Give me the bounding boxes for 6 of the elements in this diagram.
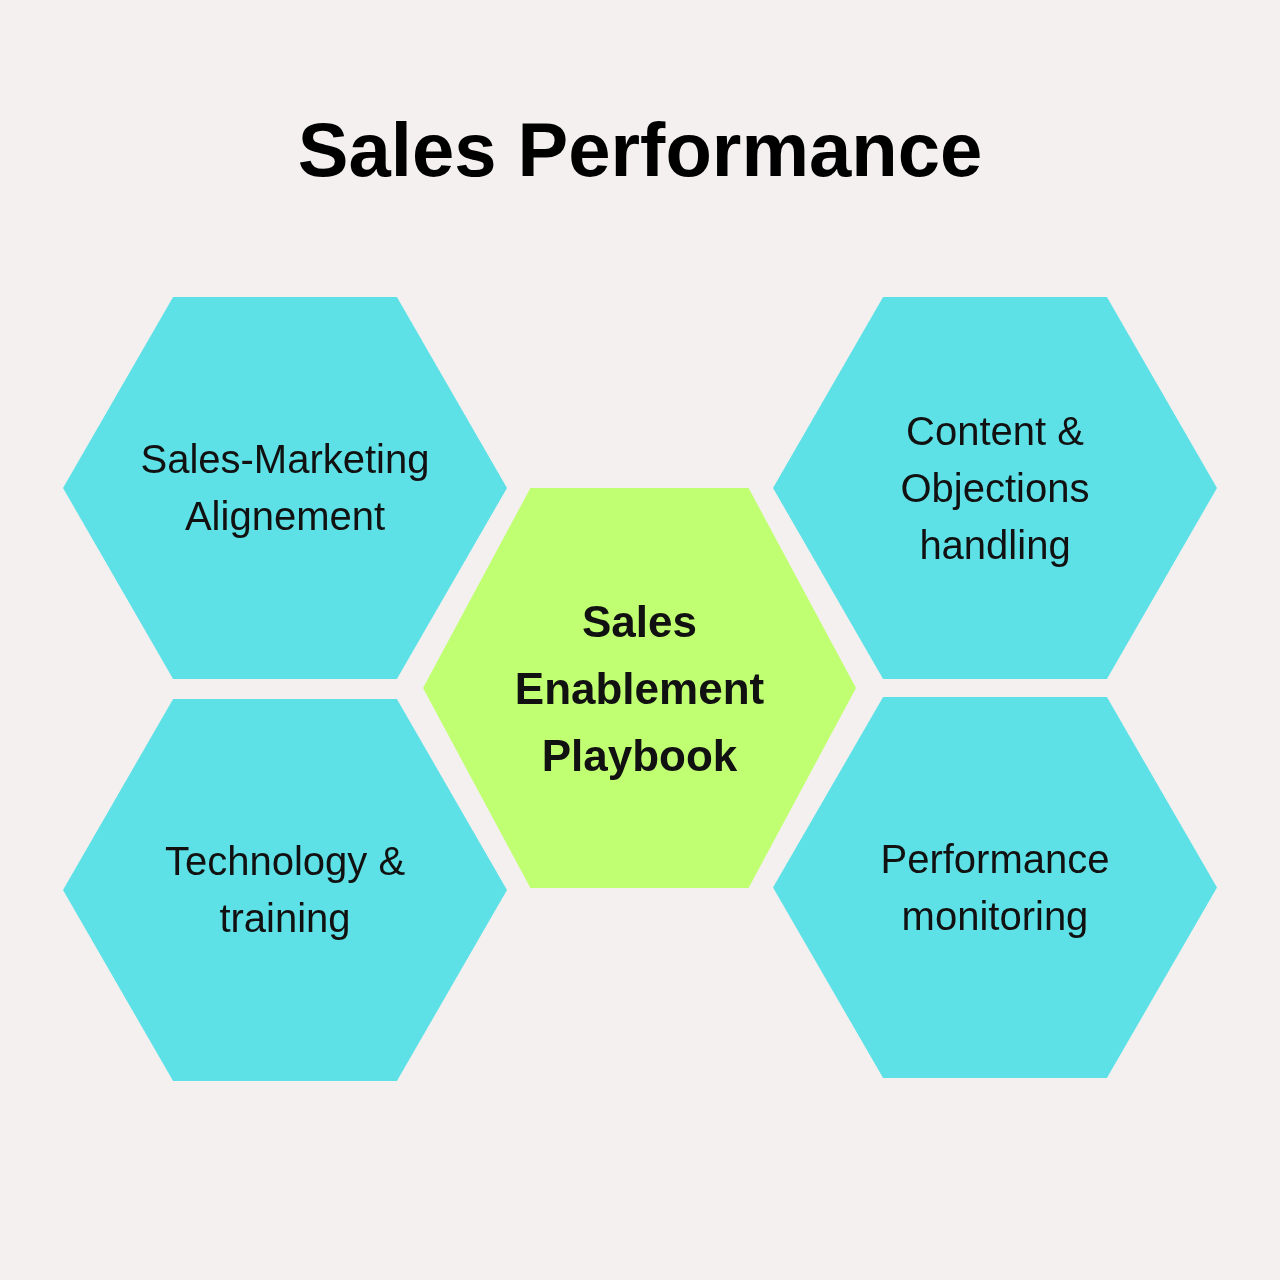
title: Sales Performance <box>297 112 983 188</box>
hexagon-label: Performance monitoring <box>879 835 1111 940</box>
hexagon-label: Technology & training <box>163 838 407 942</box>
hexagon-label: Sales-Marketing Alignement <box>139 436 431 540</box>
hexagon-label: Sales Enablement Playbook <box>513 595 766 782</box>
hexagon-label: Content & Objections handling <box>899 407 1091 569</box>
